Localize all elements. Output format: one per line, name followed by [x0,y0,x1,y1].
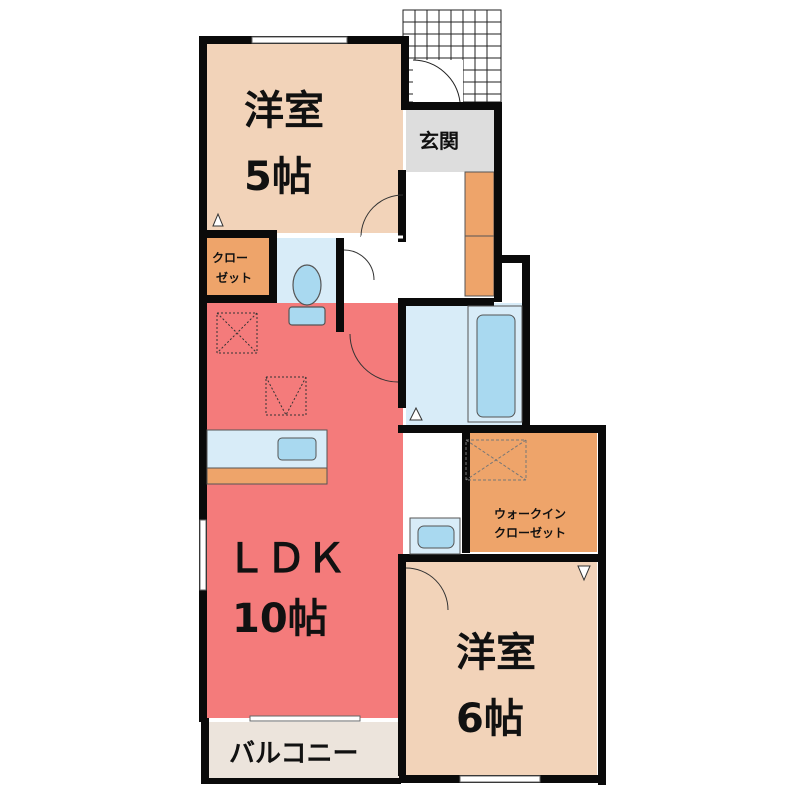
balcony-fill [209,722,400,782]
western-room-6-size: 6帖 [456,696,524,742]
kitchen-counter [206,429,328,485]
ldk-fill [207,303,403,718]
walk-in-closet-label-line2: クローゼット [494,525,566,540]
storage-markers [216,312,307,417]
western-room-6-fill [406,562,597,775]
entrance-door-swing [412,59,461,103]
windows [199,36,541,783]
toilet-fixture [288,264,326,326]
wash-basin [409,517,461,555]
closet-markers [212,212,591,582]
walk-in-closet-fill [470,432,597,552]
hallway-fill [403,172,465,298]
western-room-5-label: 洋室 [244,88,324,134]
entrance-fill [406,109,494,172]
bathtub [467,305,523,423]
closet-fill [207,238,269,296]
shoe-storage [464,171,495,297]
closet-label-line1: クロー [212,251,248,265]
walk-in-closet-label-line1: ウォークイン [494,507,566,521]
western-room-5-fill [207,43,403,233]
porch-door-area [413,60,463,102]
entrance-label: 玄関 [419,129,459,153]
ldk-label: ＬＤＫ [226,536,346,582]
balcony-label: バルコニー [229,739,358,769]
doors [343,194,449,611]
washer-space [465,439,527,481]
closet-label-line2: ゼット [216,270,252,285]
western-room-5-size: 5帖 [244,154,312,200]
western-room-6-label: 洋室 [456,630,536,676]
ldk-size: 10帖 [232,596,328,642]
